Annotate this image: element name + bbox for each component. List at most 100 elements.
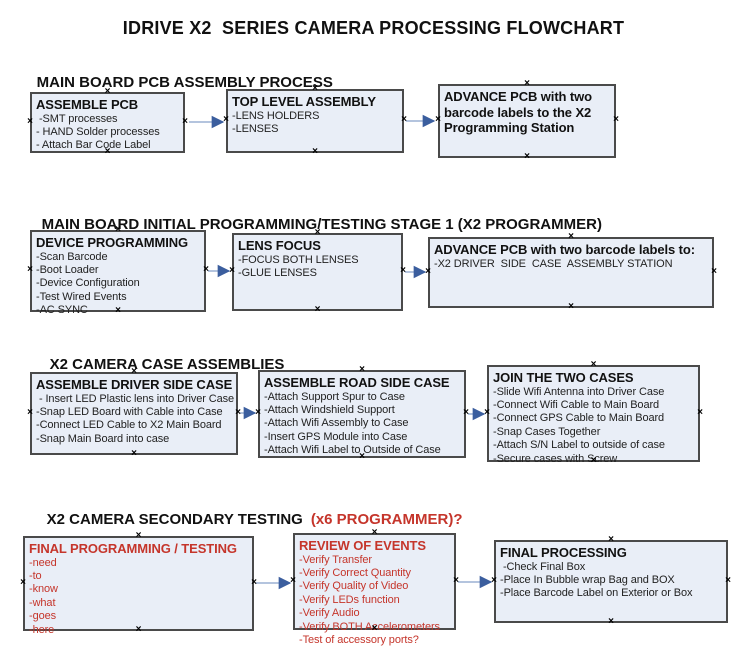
box-title: ASSEMBLE ROAD SIDE CASE bbox=[264, 375, 450, 390]
box-line: -Attach Wifi Assembly to Case bbox=[264, 417, 409, 430]
connection-point-icon bbox=[606, 535, 616, 545]
box-line: -Place In Bubble wrap Bag and BOX bbox=[500, 574, 675, 586]
connection-point-icon bbox=[25, 408, 35, 418]
connection-point-icon bbox=[695, 408, 705, 418]
box-line: - Attach Bar Code Label bbox=[36, 139, 151, 152]
flow-box-assemble-road-side-case: ASSEMBLE ROAD SIDE CASE -Attach Support … bbox=[258, 370, 466, 458]
flow-box-assemble-driver-side-case: ASSEMBLE DRIVER SIDE CASE - Insert LED P… bbox=[30, 372, 238, 455]
box-line: -Verify Quality of Video bbox=[299, 580, 409, 593]
flow-box-advance-pcb-programming-station: ADVANCE PCB with two barcode labels to t… bbox=[438, 84, 616, 158]
flow-box-final-processing: FINAL PROCESSING -Check Final Box -Place… bbox=[494, 540, 728, 623]
box-title: REVIEW OF EVENTS bbox=[299, 538, 426, 553]
box-title: ADVANCE PCB with two barcode labels to: bbox=[434, 242, 695, 257]
connection-point-icon bbox=[18, 578, 28, 588]
box-line: -Verify BOTH Accelerometers bbox=[299, 620, 440, 633]
box-line: -Place Barcode Label on Exterior or Box bbox=[500, 587, 693, 600]
flow-box-top-level-assembly: TOP LEVEL ASSEMBLY -LENS HOLDERS -LENSES bbox=[226, 89, 404, 153]
box-line: -X2 DRIVER SIDE CASE ASSEMBLY STATION bbox=[434, 257, 673, 270]
box-line: -Snap Main Board into case bbox=[36, 432, 170, 445]
connection-point-icon bbox=[233, 408, 243, 418]
connection-point-icon bbox=[180, 117, 190, 127]
flow-box-join-the-two-cases: JOIN THE TWO CASES -Slide Wifi Antenna i… bbox=[487, 365, 700, 465]
connection-point-icon bbox=[221, 115, 231, 125]
flow-box-assemble-pcb: ASSEMBLE PCB -SMT processes - HAND Solde… bbox=[30, 92, 185, 153]
connection-point-icon bbox=[129, 449, 139, 459]
box-line: -to bbox=[29, 570, 42, 582]
box-line: -here bbox=[29, 623, 55, 636]
box-line: -Boot Loader bbox=[36, 264, 99, 276]
connection-point-icon bbox=[522, 152, 532, 162]
box-line: -GLUE LENSES bbox=[238, 267, 317, 279]
box-line: -know bbox=[29, 583, 58, 596]
section-heading-pcb-assembly: MAIN BOARD PCB ASSEMBLY PROCESS bbox=[20, 57, 333, 108]
section-heading-case-assemblies: X2 CAMERA CASE ASSEMBLIES bbox=[33, 339, 285, 390]
flow-box-final-programming-testing: FINAL PROGRAMMING / TESTING -need -to -k… bbox=[23, 536, 254, 636]
connection-point-icon bbox=[25, 265, 35, 275]
connection-point-icon bbox=[709, 267, 719, 277]
box-line: -FOCUS BOTH LENSES bbox=[238, 253, 359, 266]
connection-point-icon bbox=[611, 115, 621, 125]
box-line: -Secure cases with Screw bbox=[493, 452, 618, 465]
connection-point-icon bbox=[313, 305, 323, 315]
box-line: -Scan Barcode bbox=[36, 250, 108, 263]
box-line: -Snap LED Board with Cable into Case bbox=[36, 406, 223, 418]
section-heading-text: X2 CAMERA SECONDARY TESTING bbox=[46, 511, 303, 528]
section-heading-text: X2 CAMERA CASE ASSEMBLIES bbox=[49, 356, 285, 373]
box-title: FINAL PROCESSING bbox=[500, 545, 627, 560]
box-line: -Attach Wifi Label to Outside of Case bbox=[264, 444, 441, 457]
flow-box-device-programming: DEVICE PROGRAMMING -Scan Barcode -Boot L… bbox=[30, 230, 206, 316]
box-line: -Verify Audio bbox=[299, 607, 360, 620]
box-line: -need bbox=[29, 556, 57, 569]
box-line: -Attach Support Spur to Case bbox=[264, 390, 405, 403]
box-line: -Connect LED Cable to X2 Main Board bbox=[36, 419, 222, 432]
connection-point-icon bbox=[227, 266, 237, 276]
box-line: -AC SYNC bbox=[36, 304, 88, 317]
connection-point-icon bbox=[398, 266, 408, 276]
box-title: FINAL PROGRAMMING / TESTING bbox=[29, 541, 237, 556]
connection-point-icon bbox=[489, 576, 499, 586]
connection-point-icon bbox=[566, 302, 576, 312]
connection-point-icon bbox=[310, 147, 320, 157]
box-line: -Insert GPS Module into Case bbox=[264, 430, 408, 443]
section-heading-initial-programming: MAIN BOARD INITIAL PROGRAMMING/TESTING S… bbox=[25, 199, 602, 250]
box-title: ASSEMBLE PCB bbox=[36, 97, 139, 112]
box-title: ADVANCE PCB with two barcode labels to t… bbox=[444, 89, 592, 136]
box-line: -Device Configuration bbox=[36, 277, 140, 290]
connection-point-icon bbox=[482, 408, 492, 418]
connection-point-icon bbox=[522, 79, 532, 89]
box-line: -Verify Correct Quantity bbox=[299, 567, 411, 579]
box-line: -Snap Cases Together bbox=[493, 425, 601, 438]
connection-point-icon bbox=[201, 265, 211, 275]
connection-point-icon bbox=[451, 576, 461, 586]
connection-point-icon bbox=[25, 117, 35, 127]
box-title: JOIN THE TWO CASES bbox=[493, 370, 634, 385]
box-line: - HAND Solder processes bbox=[36, 126, 160, 138]
section-heading-text: MAIN BOARD PCB ASSEMBLY PROCESS bbox=[36, 74, 333, 91]
connection-point-icon bbox=[249, 578, 259, 588]
box-line: - Insert LED Plastic lens into Driver Ca… bbox=[36, 392, 235, 405]
flow-box-advance-pcb-driver-side-station: ADVANCE PCB with two barcode labels to: … bbox=[428, 237, 714, 308]
connection-point-icon bbox=[589, 360, 599, 370]
box-line: -Attach Windshield Support bbox=[264, 404, 395, 416]
box-line: -Connect Wifi Cable to Main Board bbox=[493, 399, 660, 411]
flow-box-review-of-events: REVIEW OF EVENTS -Verify Transfer -Verif… bbox=[293, 533, 456, 646]
section-heading-text: MAIN BOARD INITIAL PROGRAMMING/TESTING S… bbox=[41, 216, 602, 233]
box-line: -Verify Transfer bbox=[299, 553, 372, 566]
section-heading-red-text: (x6 PROGRAMMER)? bbox=[310, 511, 463, 528]
connection-point-icon bbox=[723, 576, 733, 586]
box-line: -Verify LEDs function bbox=[299, 593, 400, 606]
box-line: -LENS HOLDERS bbox=[232, 109, 320, 122]
box-line: -Slide Wifi Antenna into Driver Case bbox=[493, 385, 665, 398]
box-title: LENS FOCUS bbox=[238, 238, 321, 253]
box-line: -what bbox=[29, 596, 56, 609]
box-title: ASSEMBLE DRIVER SIDE CASE bbox=[36, 377, 233, 392]
connection-point-icon bbox=[288, 576, 298, 586]
connection-point-icon bbox=[253, 408, 263, 418]
connection-point-icon bbox=[357, 365, 367, 375]
connection-point-icon bbox=[399, 115, 409, 125]
box-line: -Connect GPS Cable to Main Board bbox=[493, 412, 665, 425]
connection-point-icon bbox=[433, 115, 443, 125]
box-line: -goes bbox=[29, 610, 57, 623]
connection-point-icon bbox=[423, 267, 433, 277]
